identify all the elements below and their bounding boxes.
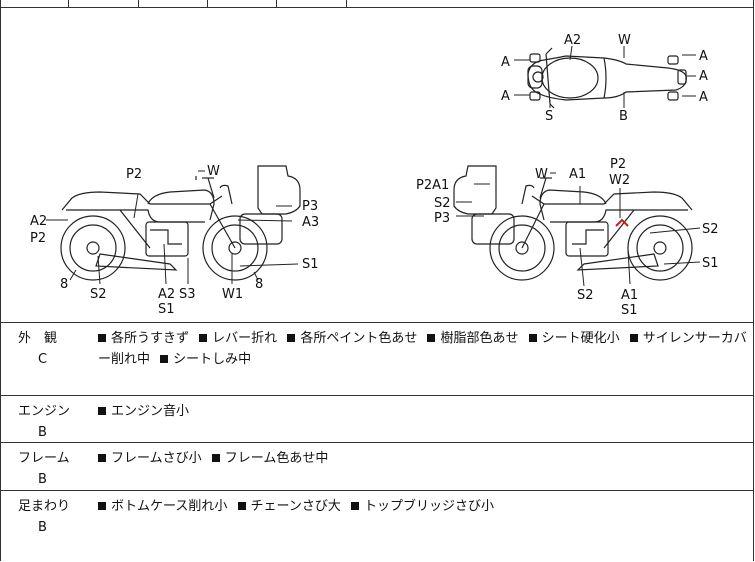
bullet-square-icon	[160, 355, 169, 363]
condition-items: ボトムケース削れ小 チェーンさび大 トップブリッジさび小	[98, 496, 748, 517]
label-right-P3: P3	[434, 211, 450, 226]
label-top-A-left-bottom: A	[501, 89, 510, 104]
right-view-motorcycle-icon	[453, 165, 693, 281]
strip-cell	[138, 0, 208, 7]
bullet-square-icon	[98, 454, 106, 462]
condition-item: 樹脂部色あせ	[440, 331, 519, 346]
condition-item: トップブリッジさび小	[364, 499, 495, 514]
label-left-S1-bottom: S1	[158, 302, 175, 317]
label-right-W2: W2	[609, 173, 630, 188]
condition-row-frame: フレーム B フレームさび小 フレーム色あせ中	[0, 442, 754, 491]
condition-grade: C	[38, 352, 48, 367]
label-right-P2A1: P2A1	[416, 178, 449, 193]
bullet-square-icon	[211, 454, 220, 462]
condition-item: フレームさび小	[111, 451, 202, 466]
condition-item: エンジン音小	[111, 404, 190, 419]
condition-item: 各所ペイント色あせ	[300, 331, 418, 346]
label-left-P2-top: P2	[126, 167, 142, 182]
label-right-A1-bottom: A1	[621, 288, 638, 303]
bullet-square-icon	[528, 334, 537, 342]
label-right-A1-top: A1	[569, 167, 586, 182]
label-left-8-right: 8	[255, 277, 263, 292]
bullet-square-icon	[629, 334, 638, 342]
condition-row-suspension: 足まわり B ボトムケース削れ小 チェーンさび大 トップブリッジさび小	[0, 490, 754, 562]
bullet-square-icon	[98, 502, 106, 510]
condition-item: シート硬化小	[541, 331, 620, 346]
bullet-square-icon	[237, 502, 246, 510]
bullet-square-icon	[98, 407, 106, 415]
label-top-A-right-2: A	[699, 69, 708, 84]
label-left-A2: A2	[30, 214, 47, 229]
top-table-strip	[0, 0, 754, 8]
strip-cell	[0, 0, 69, 7]
bullet-square-icon	[427, 334, 436, 342]
left-view-motorcycle-icon	[60, 165, 301, 281]
condition-item: チェーンさび大	[250, 499, 341, 514]
label-right-P2-top: P2	[610, 157, 626, 172]
label-left-8-left: 8	[60, 277, 68, 292]
condition-row-engine: エンジン B エンジン音小	[0, 395, 754, 443]
bullet-square-icon	[199, 334, 208, 342]
condition-items: 各所うすきず レバー折れ 各所ペイント色あせ 樹脂部色あせ シート硬化小 サイレ…	[98, 328, 748, 370]
label-right-S1-right: S1	[702, 256, 719, 271]
damage-diagram: A2 W A A A A A S B P2 W A2 P2 P3 A3 S1 8…	[0, 8, 754, 322]
label-left-S3: S3	[179, 287, 196, 302]
condition-items: エンジン音小	[98, 401, 748, 422]
strip-cell	[207, 0, 277, 7]
condition-grade: B	[38, 520, 47, 535]
condition-item: レバー折れ	[212, 331, 278, 346]
condition-grade: B	[38, 425, 47, 440]
damage-mark	[615, 218, 629, 227]
condition-category: 外 観	[18, 331, 58, 346]
label-top-A-left-top: A	[501, 55, 510, 70]
strip-cell	[276, 0, 347, 7]
label-left-A3: A3	[302, 215, 319, 230]
condition-item: 各所うすきず	[111, 331, 190, 346]
label-right-W: W	[535, 167, 548, 182]
label-left-A2-bottom: A2	[158, 287, 175, 302]
condition-grade: B	[38, 472, 47, 487]
condition-category: 足まわり	[18, 499, 71, 514]
label-left-P2: P2	[30, 231, 46, 246]
label-top-A2: A2	[564, 33, 581, 48]
label-right-S2-left: S2	[434, 196, 451, 211]
label-top-B: B	[619, 109, 628, 124]
label-right-S2-right: S2	[702, 222, 719, 237]
condition-items: フレームさび小 フレーム色あせ中	[98, 448, 748, 469]
bullet-square-icon	[287, 334, 296, 342]
condition-item: フレーム色あせ中	[224, 451, 329, 466]
border-left	[0, 0, 1, 561]
condition-item: サイレンサーカバー削れ中	[98, 331, 747, 367]
label-right-S1-bottom: S1	[621, 303, 638, 318]
label-left-P3: P3	[302, 199, 318, 214]
label-left-S1-right: S1	[302, 257, 319, 272]
condition-item: ボトムケース削れ小	[111, 499, 228, 514]
motorcycle-diagram-svg: A2 W A A A A A S B P2 W A2 P2 P3 A3 S1 8…	[30, 33, 719, 318]
border-right	[753, 0, 754, 561]
condition-item: シートしみ中	[173, 352, 252, 367]
label-top-A-right-1: A	[699, 49, 708, 64]
condition-category: エンジン	[18, 404, 71, 419]
bullet-square-icon	[351, 502, 359, 510]
label-top-S: S	[545, 109, 553, 124]
label-top-A-right-3: A	[699, 90, 708, 105]
label-left-W: W	[207, 164, 220, 179]
condition-row-exterior: 外 観 C 各所うすきず レバー折れ 各所ペイント色あせ 樹脂部色あせ シート硬…	[0, 322, 754, 396]
condition-category: フレーム	[18, 451, 70, 466]
label-top-W: W	[618, 33, 631, 48]
label-left-W1: W1	[222, 287, 243, 302]
strip-cell	[68, 0, 139, 7]
bullet-square-icon	[98, 334, 106, 342]
top-view-motorcycle-icon	[527, 47, 687, 109]
label-right-S2-bottom: S2	[577, 288, 594, 303]
label-left-S2: S2	[90, 287, 107, 302]
